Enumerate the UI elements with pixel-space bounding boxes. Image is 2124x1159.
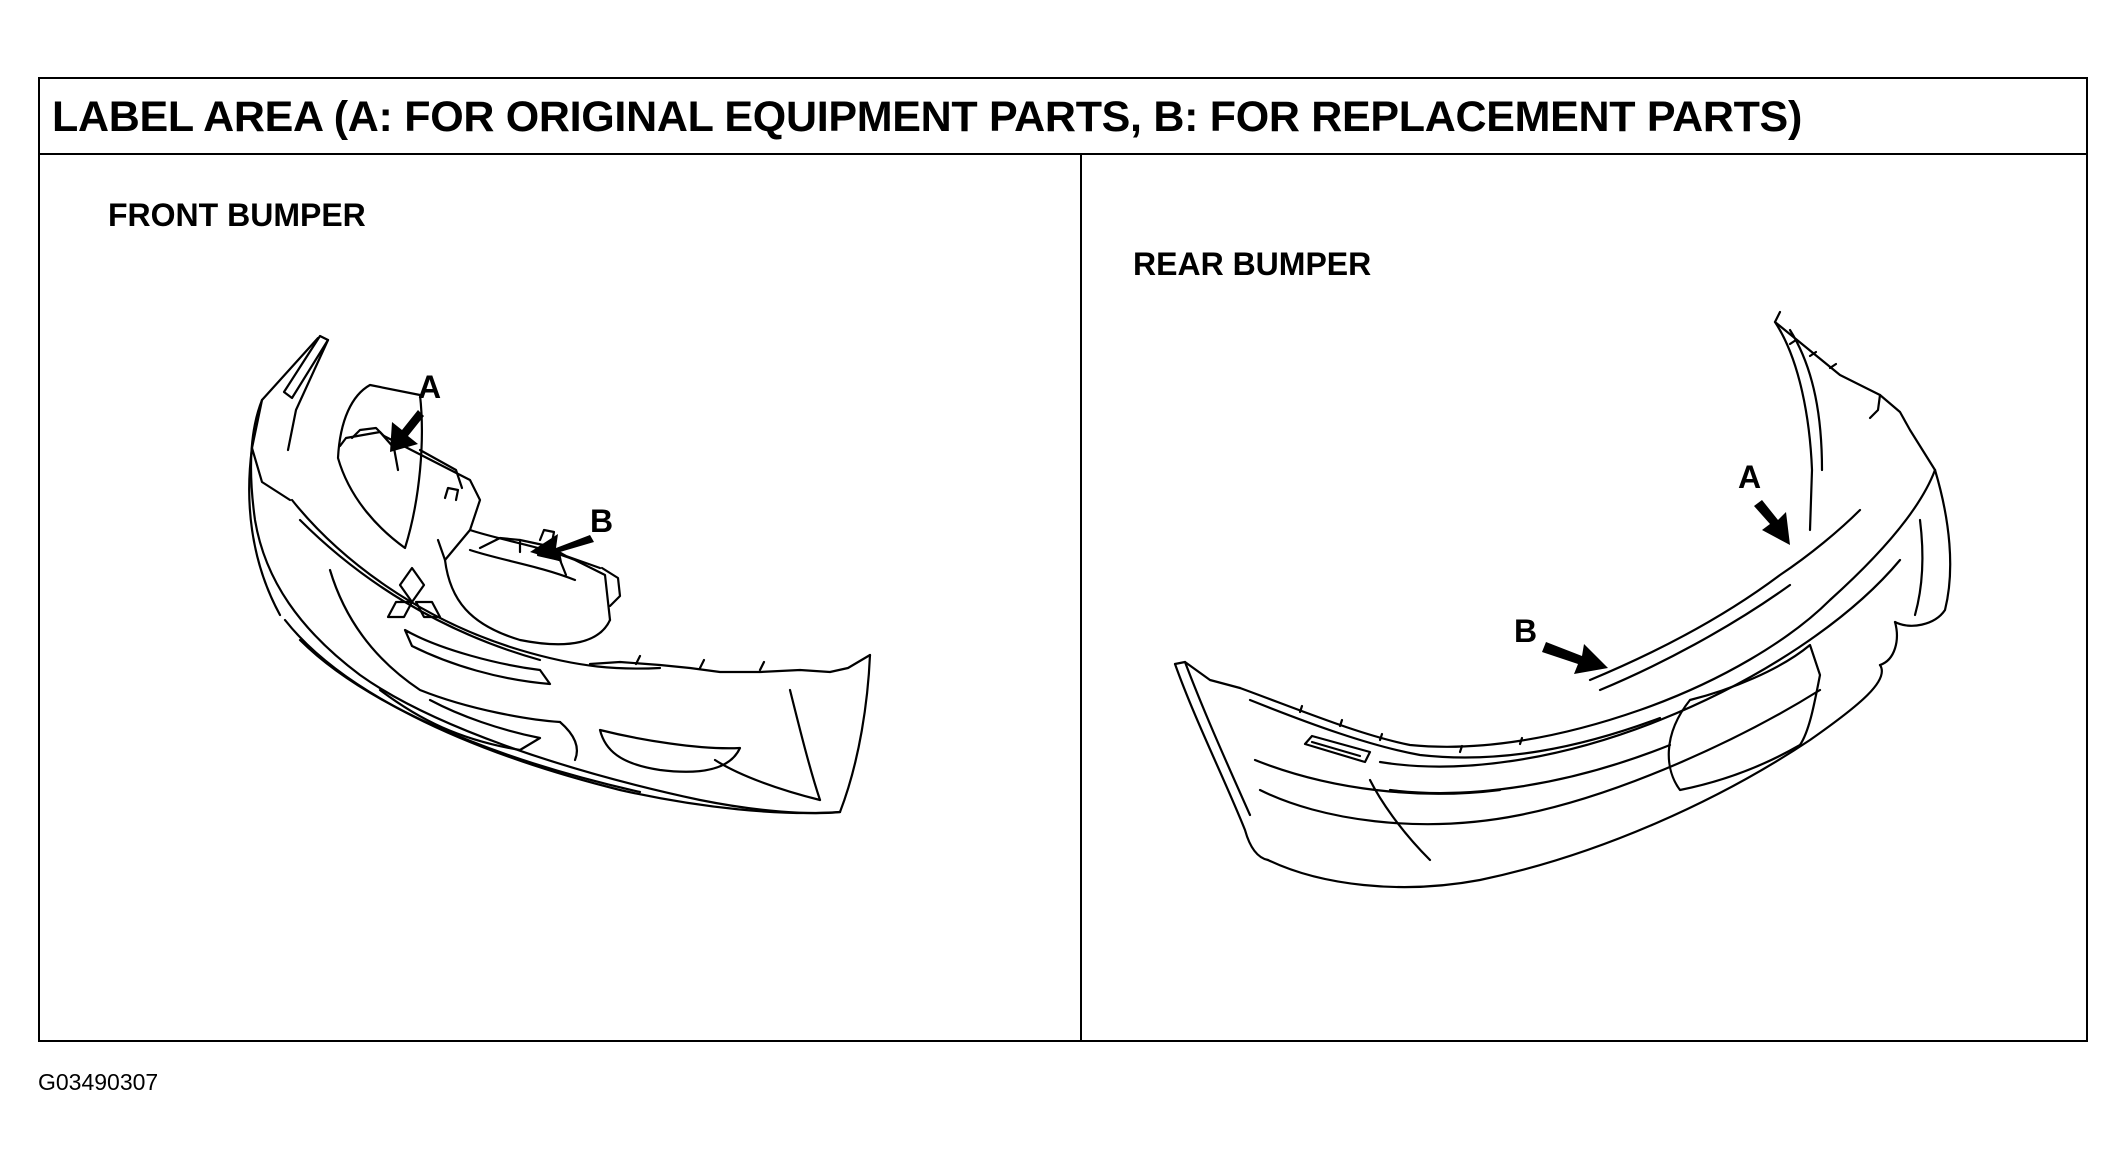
- front-callout-a: A: [418, 369, 441, 405]
- rear-callout-a: A: [1738, 459, 1761, 495]
- front-callout-b: B: [590, 503, 613, 539]
- front-arrow-b: [530, 534, 594, 562]
- rear-arrow-a: [1754, 500, 1790, 545]
- rear-callout-b: B: [1514, 613, 1537, 649]
- rear-bumper-label: REAR BUMPER: [1133, 246, 1372, 282]
- front-arrow-a: [390, 410, 424, 452]
- diagram-frame: LABEL AREA (A: FOR ORIGINAL EQUIPMENT PA…: [38, 77, 2088, 1042]
- figure-id: G03490307: [38, 1069, 159, 1095]
- panel-divider: [1080, 155, 1082, 1042]
- rear-arrow-b: [1542, 642, 1608, 674]
- diagram-title: LABEL AREA (A: FOR ORIGINAL EQUIPMENT PA…: [40, 79, 2086, 155]
- front-bumper-label: FRONT BUMPER: [108, 197, 366, 233]
